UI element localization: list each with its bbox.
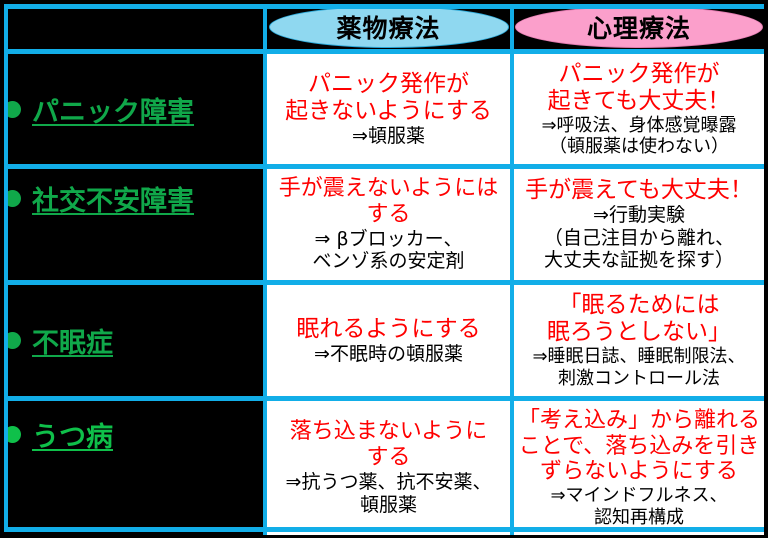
cell-depression-psychotherapy: 「考え込み」から離れる ことで、落ち込みを引き ずらないようにする ⇒マインドフ… bbox=[510, 398, 764, 535]
cell-social-anxiety-pharmacotherapy: 手が震えないようには する ⇒ βブロッカー、 ベンゾ系の安定剤 bbox=[263, 166, 512, 285]
detail-line: ⇒抗うつ薬、抗不安薬、 bbox=[285, 471, 492, 494]
headline-line: パニック発作が bbox=[558, 60, 720, 87]
psychotherapy-pill: 心理療法 bbox=[515, 5, 763, 48]
psychotherapy-label: 心理療法 bbox=[586, 13, 691, 43]
detail-line: 刺激コントロール法 bbox=[558, 367, 720, 389]
headline-line: する bbox=[366, 445, 411, 471]
cell-insomnia-pharmacotherapy: 眠れるようにする ⇒不眠時の頓服薬 bbox=[263, 282, 512, 401]
headline-line: 「考え込み」から離れる bbox=[517, 407, 760, 433]
cell-insomnia-psychotherapy: 「眠るためには 眠ろうとしない」 ⇒睡眠日誌、睡眠制限法、 刺激コントロール法 bbox=[510, 282, 764, 401]
row-label-cell-depression: うつ病 bbox=[4, 398, 265, 535]
row-label-panic-disorder: パニック障害 bbox=[32, 96, 194, 128]
bullet-icon bbox=[4, 190, 21, 207]
headline-line: 手が震えないようには bbox=[278, 176, 499, 202]
row-label-social-anxiety-disorder: 社交不安障害 bbox=[32, 186, 194, 217]
row-label-insomnia: 不眠症 bbox=[32, 328, 113, 359]
cell-depression-pharmacotherapy: 落ち込まないように する ⇒抗うつ薬、抗不安薬、 頓服薬 bbox=[263, 398, 512, 535]
cell-panic-psychotherapy: パニック発作が 起きても大丈夫！ ⇒呼吸法、身体感覚曝露 （頓服薬は使わない） bbox=[510, 51, 764, 169]
detail-line: （自己注目から離れ、 bbox=[543, 226, 735, 249]
column-header-psychotherapy: 心理療法 bbox=[510, 4, 764, 54]
bullet-icon bbox=[4, 426, 21, 443]
row-label-cell-insomnia: 不眠症 bbox=[4, 282, 265, 401]
bullet-icon bbox=[4, 100, 21, 118]
table-header-row: 薬物療法 心理療法 bbox=[4, 4, 764, 54]
cell-panic-pharmacotherapy: パニック発作が 起きないようにする ⇒頓服薬 bbox=[263, 51, 512, 169]
detail-line: ⇒行動実験 bbox=[593, 204, 685, 227]
headline-line: パニック発作が bbox=[308, 70, 469, 97]
table-top-border bbox=[4, 4, 764, 9]
headline-line: 「眠るためには bbox=[558, 292, 720, 319]
detail-line: ⇒マインドフルネス、 bbox=[550, 485, 728, 507]
headline-line: する bbox=[366, 202, 411, 228]
pharmacotherapy-label: 薬物療法 bbox=[336, 13, 441, 43]
detail-line: （頓服薬は使わない） bbox=[549, 136, 729, 158]
headline-line: ずらないようにする bbox=[540, 459, 738, 485]
table-row: うつ病 落ち込まないように する ⇒抗うつ薬、抗不安薬、 頓服薬 「考え込み」か… bbox=[4, 398, 764, 535]
detail-line: ⇒ βブロッカー、 bbox=[314, 228, 463, 251]
detail-line: 認知再構成 bbox=[594, 506, 684, 528]
detail-line: ⇒呼吸法、身体感覚曝露 bbox=[541, 114, 737, 136]
detail-line: ⇒頓服薬 bbox=[352, 124, 425, 147]
treatment-comparison-table: 薬物療法 心理療法 パニック障害 パニック発 bbox=[4, 4, 764, 535]
detail-line: ベンゾ系の安定剤 bbox=[312, 250, 465, 273]
headline-line: 手が震えても大丈夫！ bbox=[525, 177, 753, 204]
table-row: 不眠症 眠れるようにする ⇒不眠時の頓服薬 「眠るためには 眠ろうとしない」 ⇒… bbox=[4, 282, 764, 401]
row-label-cell-social-anxiety-disorder: 社交不安障害 bbox=[4, 166, 265, 285]
column-header-pharmacotherapy: 薬物療法 bbox=[263, 4, 512, 54]
headline-line: 眠ろうとしない」 bbox=[547, 319, 731, 346]
detail-line: 頓服薬 bbox=[359, 493, 417, 516]
header-corner-cell bbox=[4, 4, 265, 54]
headline-line: 起きても大丈夫！ bbox=[547, 87, 731, 114]
detail-line: ⇒不眠時の頓服薬 bbox=[314, 342, 463, 365]
pharmacotherapy-pill: 薬物療法 bbox=[268, 5, 509, 48]
headline-line: 眠れるようにする bbox=[296, 315, 481, 342]
row-label-depression: うつ病 bbox=[32, 422, 113, 453]
detail-line: ⇒睡眠日誌、睡眠制限法、 bbox=[532, 346, 746, 368]
headline-line: 落ち込まないように bbox=[289, 419, 488, 445]
table-left-border bbox=[4, 4, 8, 532]
bullet-icon bbox=[4, 332, 21, 349]
table-bottom-border bbox=[4, 527, 764, 532]
table-row: 社交不安障害 手が震えないようには する ⇒ βブロッカー、 ベンゾ系の安定剤 … bbox=[4, 166, 764, 285]
row-label-cell-panic-disorder: パニック障害 bbox=[4, 51, 265, 169]
cell-social-anxiety-psychotherapy: 手が震えても大丈夫！ ⇒行動実験 （自己注目から離れ、 大丈夫な証拠を探す） bbox=[510, 166, 764, 285]
detail-line: 大丈夫な証拠を探す） bbox=[543, 249, 734, 272]
table-row: パニック障害 パニック発作が 起きないようにする ⇒頓服薬 パニック発作が 起き… bbox=[4, 51, 764, 169]
headline-line: ことで、落ち込みを引き bbox=[518, 433, 760, 459]
headline-line: 起きないようにする bbox=[285, 97, 492, 124]
